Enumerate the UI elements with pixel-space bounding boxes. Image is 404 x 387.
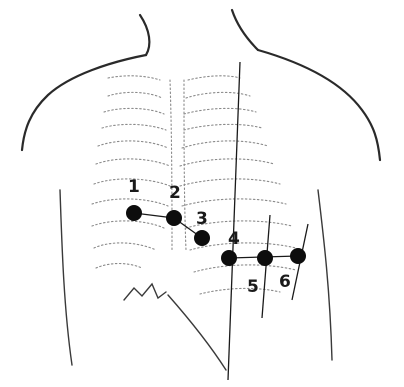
electrode-label-6: 6 bbox=[279, 272, 291, 292]
left-shoulder-line bbox=[22, 55, 146, 150]
electrode-label-4: 4 bbox=[228, 229, 240, 249]
rib-right bbox=[186, 92, 250, 98]
right-neck-line bbox=[232, 10, 258, 50]
rib-right bbox=[188, 76, 240, 80]
costal-margin-right bbox=[168, 295, 226, 370]
rib-left bbox=[96, 264, 142, 269]
rib-right bbox=[200, 288, 280, 294]
electrode-v5 bbox=[257, 250, 273, 266]
electrode-v4 bbox=[221, 250, 237, 266]
rib-right bbox=[182, 141, 268, 148]
rib-left bbox=[98, 141, 168, 148]
rib-left bbox=[102, 124, 166, 130]
rib-left bbox=[92, 199, 168, 206]
anterior-axillary-line bbox=[262, 215, 270, 318]
rib-left bbox=[108, 76, 160, 80]
rib-cage bbox=[92, 76, 296, 370]
right-side-line bbox=[318, 190, 332, 360]
electrode-label-1: 1 bbox=[128, 177, 140, 197]
electrode-label-3: 3 bbox=[196, 209, 208, 229]
rib-right bbox=[184, 124, 262, 130]
rib-right bbox=[180, 179, 280, 186]
rib-right bbox=[184, 108, 256, 114]
left-side-line bbox=[60, 190, 72, 365]
electrode-v1 bbox=[126, 205, 142, 221]
electrode-v2 bbox=[166, 210, 182, 226]
left-neck-line bbox=[140, 15, 149, 55]
rib-right bbox=[180, 159, 274, 166]
electrode-v3 bbox=[194, 230, 210, 246]
rib-left bbox=[96, 159, 170, 166]
electrode-v6 bbox=[290, 248, 306, 264]
rib-left bbox=[104, 108, 164, 114]
rib-left bbox=[108, 92, 162, 98]
rib-right bbox=[194, 265, 296, 272]
reference-lines bbox=[134, 62, 308, 380]
rib-left bbox=[92, 221, 164, 228]
electrode-label-5: 5 bbox=[247, 277, 259, 297]
costal-margin-left bbox=[124, 284, 166, 300]
rib-left bbox=[94, 243, 156, 250]
torso-outline bbox=[22, 10, 380, 365]
right-shoulder-line bbox=[258, 50, 380, 160]
electrode-label-2: 2 bbox=[169, 183, 181, 203]
